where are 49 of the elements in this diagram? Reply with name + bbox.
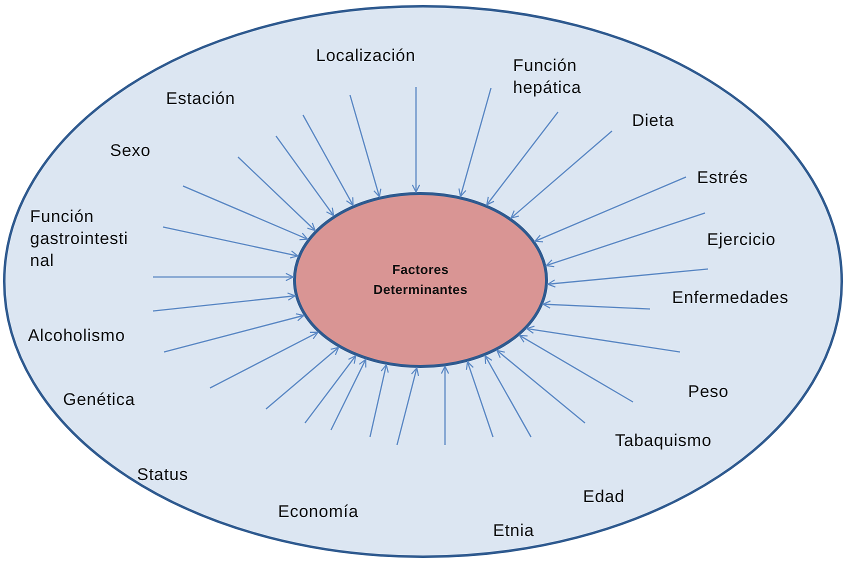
arrow	[369, 364, 389, 438]
arrow	[546, 212, 706, 268]
arrow	[164, 313, 304, 353]
outer-ellipse	[3, 5, 843, 558]
factor-label: Sexo	[110, 140, 151, 162]
arrow	[330, 358, 366, 430]
arrow	[510, 130, 612, 219]
factor-label: Estación	[166, 88, 236, 110]
factor-label: Localización	[316, 45, 416, 67]
factor-label: Peso	[688, 381, 729, 403]
factor-label: Edad	[583, 486, 625, 508]
factor-label: Genética	[63, 389, 136, 411]
arrow	[496, 350, 586, 424]
factor-label: Alcoholismo	[28, 325, 126, 347]
arrow	[526, 326, 680, 353]
arrow	[466, 361, 494, 438]
arrow	[412, 87, 420, 193]
factor-label: Economía	[278, 501, 359, 523]
arrow	[275, 136, 334, 216]
factor-label: Función gastrointesti nal	[30, 206, 130, 272]
arrow	[534, 176, 686, 242]
arrow	[302, 114, 354, 206]
arrow	[542, 300, 650, 310]
factor-label: Enfermedades	[672, 287, 789, 309]
arrow	[210, 332, 319, 389]
arrow	[266, 346, 340, 410]
factor-label: Estrés	[697, 167, 748, 189]
arrow	[484, 355, 532, 438]
arrow	[182, 185, 308, 240]
arrow	[486, 112, 559, 206]
arrow	[518, 334, 634, 403]
center-title: Factores Determinantes	[372, 261, 469, 299]
center-ellipse	[293, 192, 548, 368]
factor-label: Status	[137, 464, 188, 486]
arrow	[238, 156, 316, 232]
arrow	[396, 367, 420, 446]
arrow	[304, 355, 356, 424]
arrow	[440, 366, 450, 445]
factor-label: Función hepática	[513, 55, 582, 99]
arrow	[152, 292, 296, 312]
arrow	[458, 88, 492, 198]
arrow	[153, 272, 294, 282]
arrow	[349, 94, 382, 198]
factor-label: Ejercicio	[707, 229, 776, 251]
arrow	[547, 268, 708, 288]
factor-label: Etnia	[493, 520, 534, 542]
factor-label: Tabaquismo	[615, 430, 712, 452]
arrow	[162, 226, 298, 259]
factor-label: Dieta	[632, 110, 674, 132]
